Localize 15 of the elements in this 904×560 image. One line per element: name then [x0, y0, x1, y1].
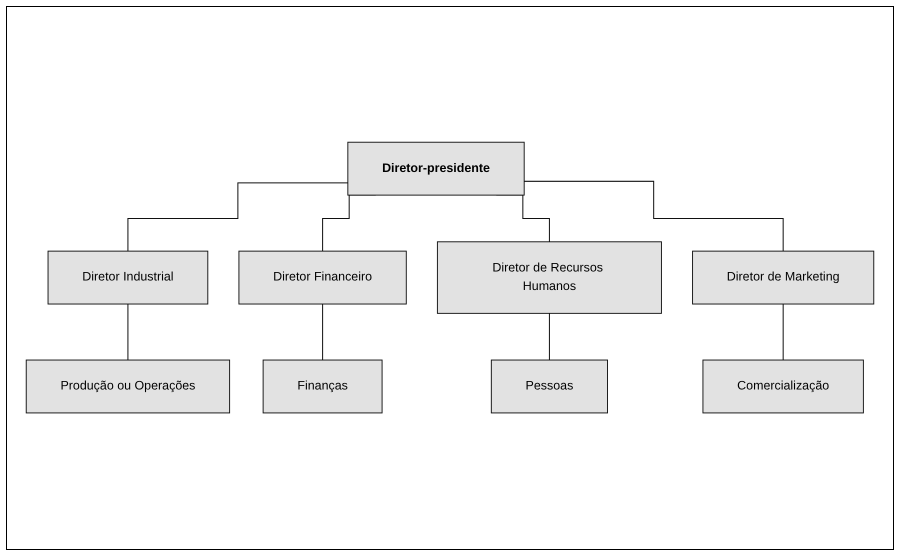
node-box: Diretor Financeiro	[238, 251, 407, 305]
connector	[548, 313, 550, 361]
node-box: Finanças	[262, 360, 383, 414]
connector	[782, 304, 784, 361]
node-box: Diretor Industrial	[48, 251, 208, 305]
connector	[127, 182, 348, 252]
node-box: Diretor-presidente	[347, 142, 525, 196]
node-box: Diretor de Recursos Humanos	[436, 242, 662, 314]
node-box: Comercialização	[702, 360, 864, 414]
node-box: Diretor de Marketing	[692, 251, 874, 305]
node-box: Pessoas	[490, 360, 608, 414]
node-box: Produção ou Operações	[26, 360, 230, 414]
connector	[322, 304, 324, 361]
connector	[524, 181, 784, 252]
connector	[127, 304, 128, 361]
